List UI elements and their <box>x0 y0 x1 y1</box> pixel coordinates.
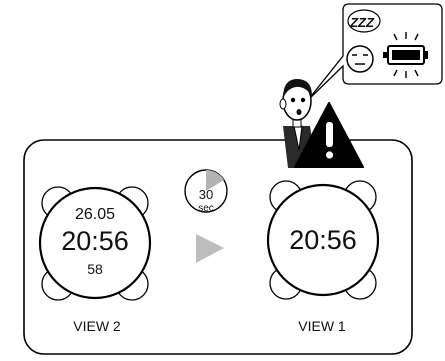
timer-icon: 30 sec <box>185 170 227 214</box>
time-label: 20:56 <box>289 225 357 255</box>
time-label: 20:56 <box>61 226 129 256</box>
timer-unit: sec <box>198 203 214 214</box>
timer-value: 30 <box>199 187 213 202</box>
snore-text: ZZZ <box>349 15 375 30</box>
seconds-label: 58 <box>87 261 103 277</box>
watch-view-2: 26.05 20:56 58 <box>40 187 150 300</box>
date-label: 26.05 <box>75 206 115 223</box>
watch-view-1: 20:56 <box>268 181 378 299</box>
speech-bubble: ZZZ <box>308 4 442 100</box>
arrow-right-icon <box>196 234 224 263</box>
view-1-caption: VIEW 1 <box>298 318 346 334</box>
view-2-caption: VIEW 2 <box>73 318 121 334</box>
